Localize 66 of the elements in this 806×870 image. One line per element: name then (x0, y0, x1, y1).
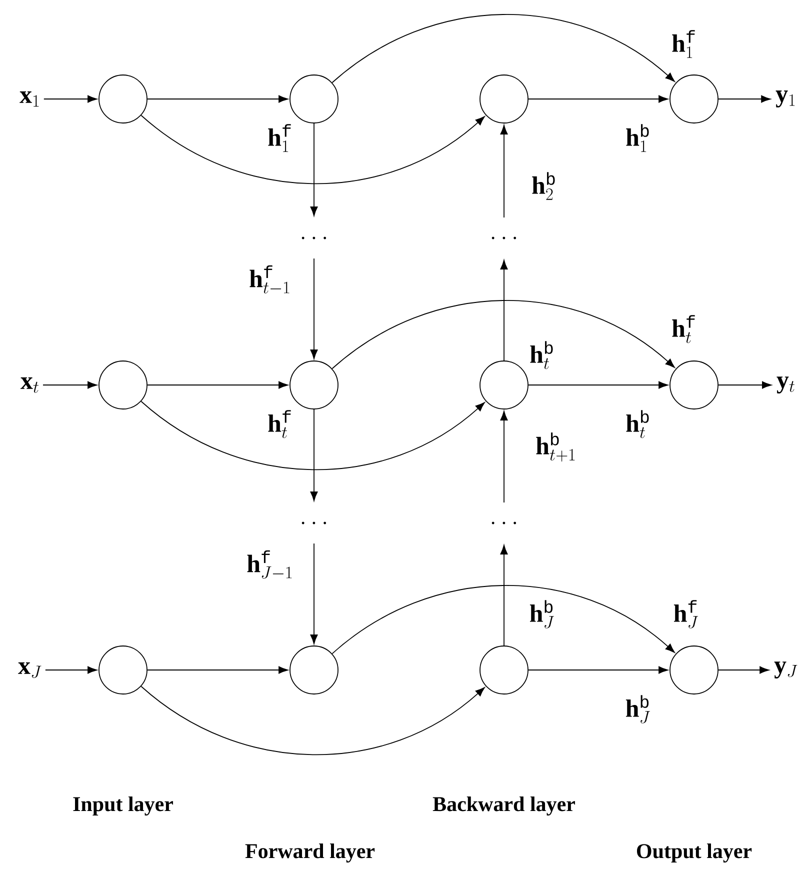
arrow (718, 95, 771, 103)
edge-label: $\mathbf{h}_2^{\mathtt{b}}$ (530, 171, 558, 201)
arrow (500, 544, 508, 646)
edge-label: $\mathbf{h}_t^{\mathtt{b}}$ (528, 340, 556, 370)
arrow (140, 686, 485, 756)
arrow (310, 543, 318, 644)
unit-circle (290, 74, 338, 124)
unit-circle (480, 646, 528, 694)
arrow (718, 381, 772, 389)
arrow (500, 124, 508, 218)
edge-label: $\mathbf{h}_J^{\mathtt{b}}$ (528, 599, 556, 629)
arrow (500, 410, 508, 503)
arrow (500, 260, 508, 361)
unit-circle (670, 360, 718, 410)
edge-label: $\mathbf{h}_{t+1}^{\mathtt{b}}$ (534, 432, 578, 462)
layer-label: Forward layer (245, 843, 375, 863)
output-symbol: $\mathbf{y}_1$ (776, 90, 795, 108)
edge-label: $\mathbf{h}_t^{\mathtt{f}}$ (266, 409, 294, 439)
layer-label: Backward layer (432, 796, 576, 816)
arrow (140, 114, 485, 184)
edge-label: $\mathbf{h}_1^{\mathtt{b}}$ (624, 123, 652, 153)
input-symbol: $\mathbf{x}_t$ (20, 377, 39, 393)
arrow (528, 95, 668, 103)
arrow (140, 400, 485, 470)
output-symbol: $\mathbf{y}_t$ (776, 376, 795, 394)
edge-label: $\mathbf{h}_t^{\mathtt{b}}$ (624, 409, 652, 439)
unit-circle (670, 646, 718, 694)
edge-label: $\mathbf{h}_1^{\mathtt{f}}$ (266, 123, 294, 153)
arrow (528, 666, 668, 674)
unit-circle (670, 74, 718, 124)
input-symbol: $\mathbf{x}_1$ (20, 91, 39, 107)
unit-circle (480, 74, 528, 124)
unit-circle (98, 74, 148, 124)
layer-label: Output layer (636, 843, 752, 863)
arrow (147, 95, 288, 103)
arrow (310, 409, 318, 502)
output-symbol: $\mathbf{y}_J$ (774, 662, 798, 678)
ellipsis: $\dots$ (492, 236, 516, 240)
input-symbol: $\mathbf{x}_J$ (18, 662, 42, 678)
unit-circle (290, 646, 338, 694)
unit-circle (98, 360, 148, 410)
edge-label: $\mathbf{h}_J^{\mathtt{b}}$ (624, 694, 652, 724)
ellipsis: $\dots$ (492, 522, 516, 524)
arrow (332, 300, 675, 370)
ellipsis: $\dots$ (302, 236, 326, 240)
arrow (43, 95, 98, 103)
arrow (718, 666, 770, 674)
arrow (332, 585, 675, 654)
arrow (42, 381, 98, 389)
edge-label: $\mathbf{h}_{t-1}^{\mathtt{f}}$ (248, 264, 292, 296)
ellipsis: $\dots$ (302, 522, 326, 524)
unit-circle (290, 360, 338, 410)
edge-label: $\mathbf{h}_J^{\mathtt{f}}$ (672, 599, 700, 629)
edge-label: $\mathbf{h}_t^{\mathtt{f}}$ (670, 314, 698, 344)
arrow (310, 258, 318, 360)
arrow (44, 666, 98, 674)
unit-circle (480, 360, 528, 410)
arrow (147, 381, 288, 389)
edge-label: $\mathbf{h}_1^{\mathtt{f}}$ (670, 29, 698, 59)
arrow (528, 381, 668, 389)
arrow (310, 123, 318, 216)
unit-circle (98, 646, 148, 694)
arrow (332, 14, 675, 84)
layer-label: Input layer (73, 796, 174, 816)
edge-label: $\mathbf{h}_{J-1}^{\mathtt{f}}$ (246, 549, 294, 581)
arrow (147, 666, 288, 674)
